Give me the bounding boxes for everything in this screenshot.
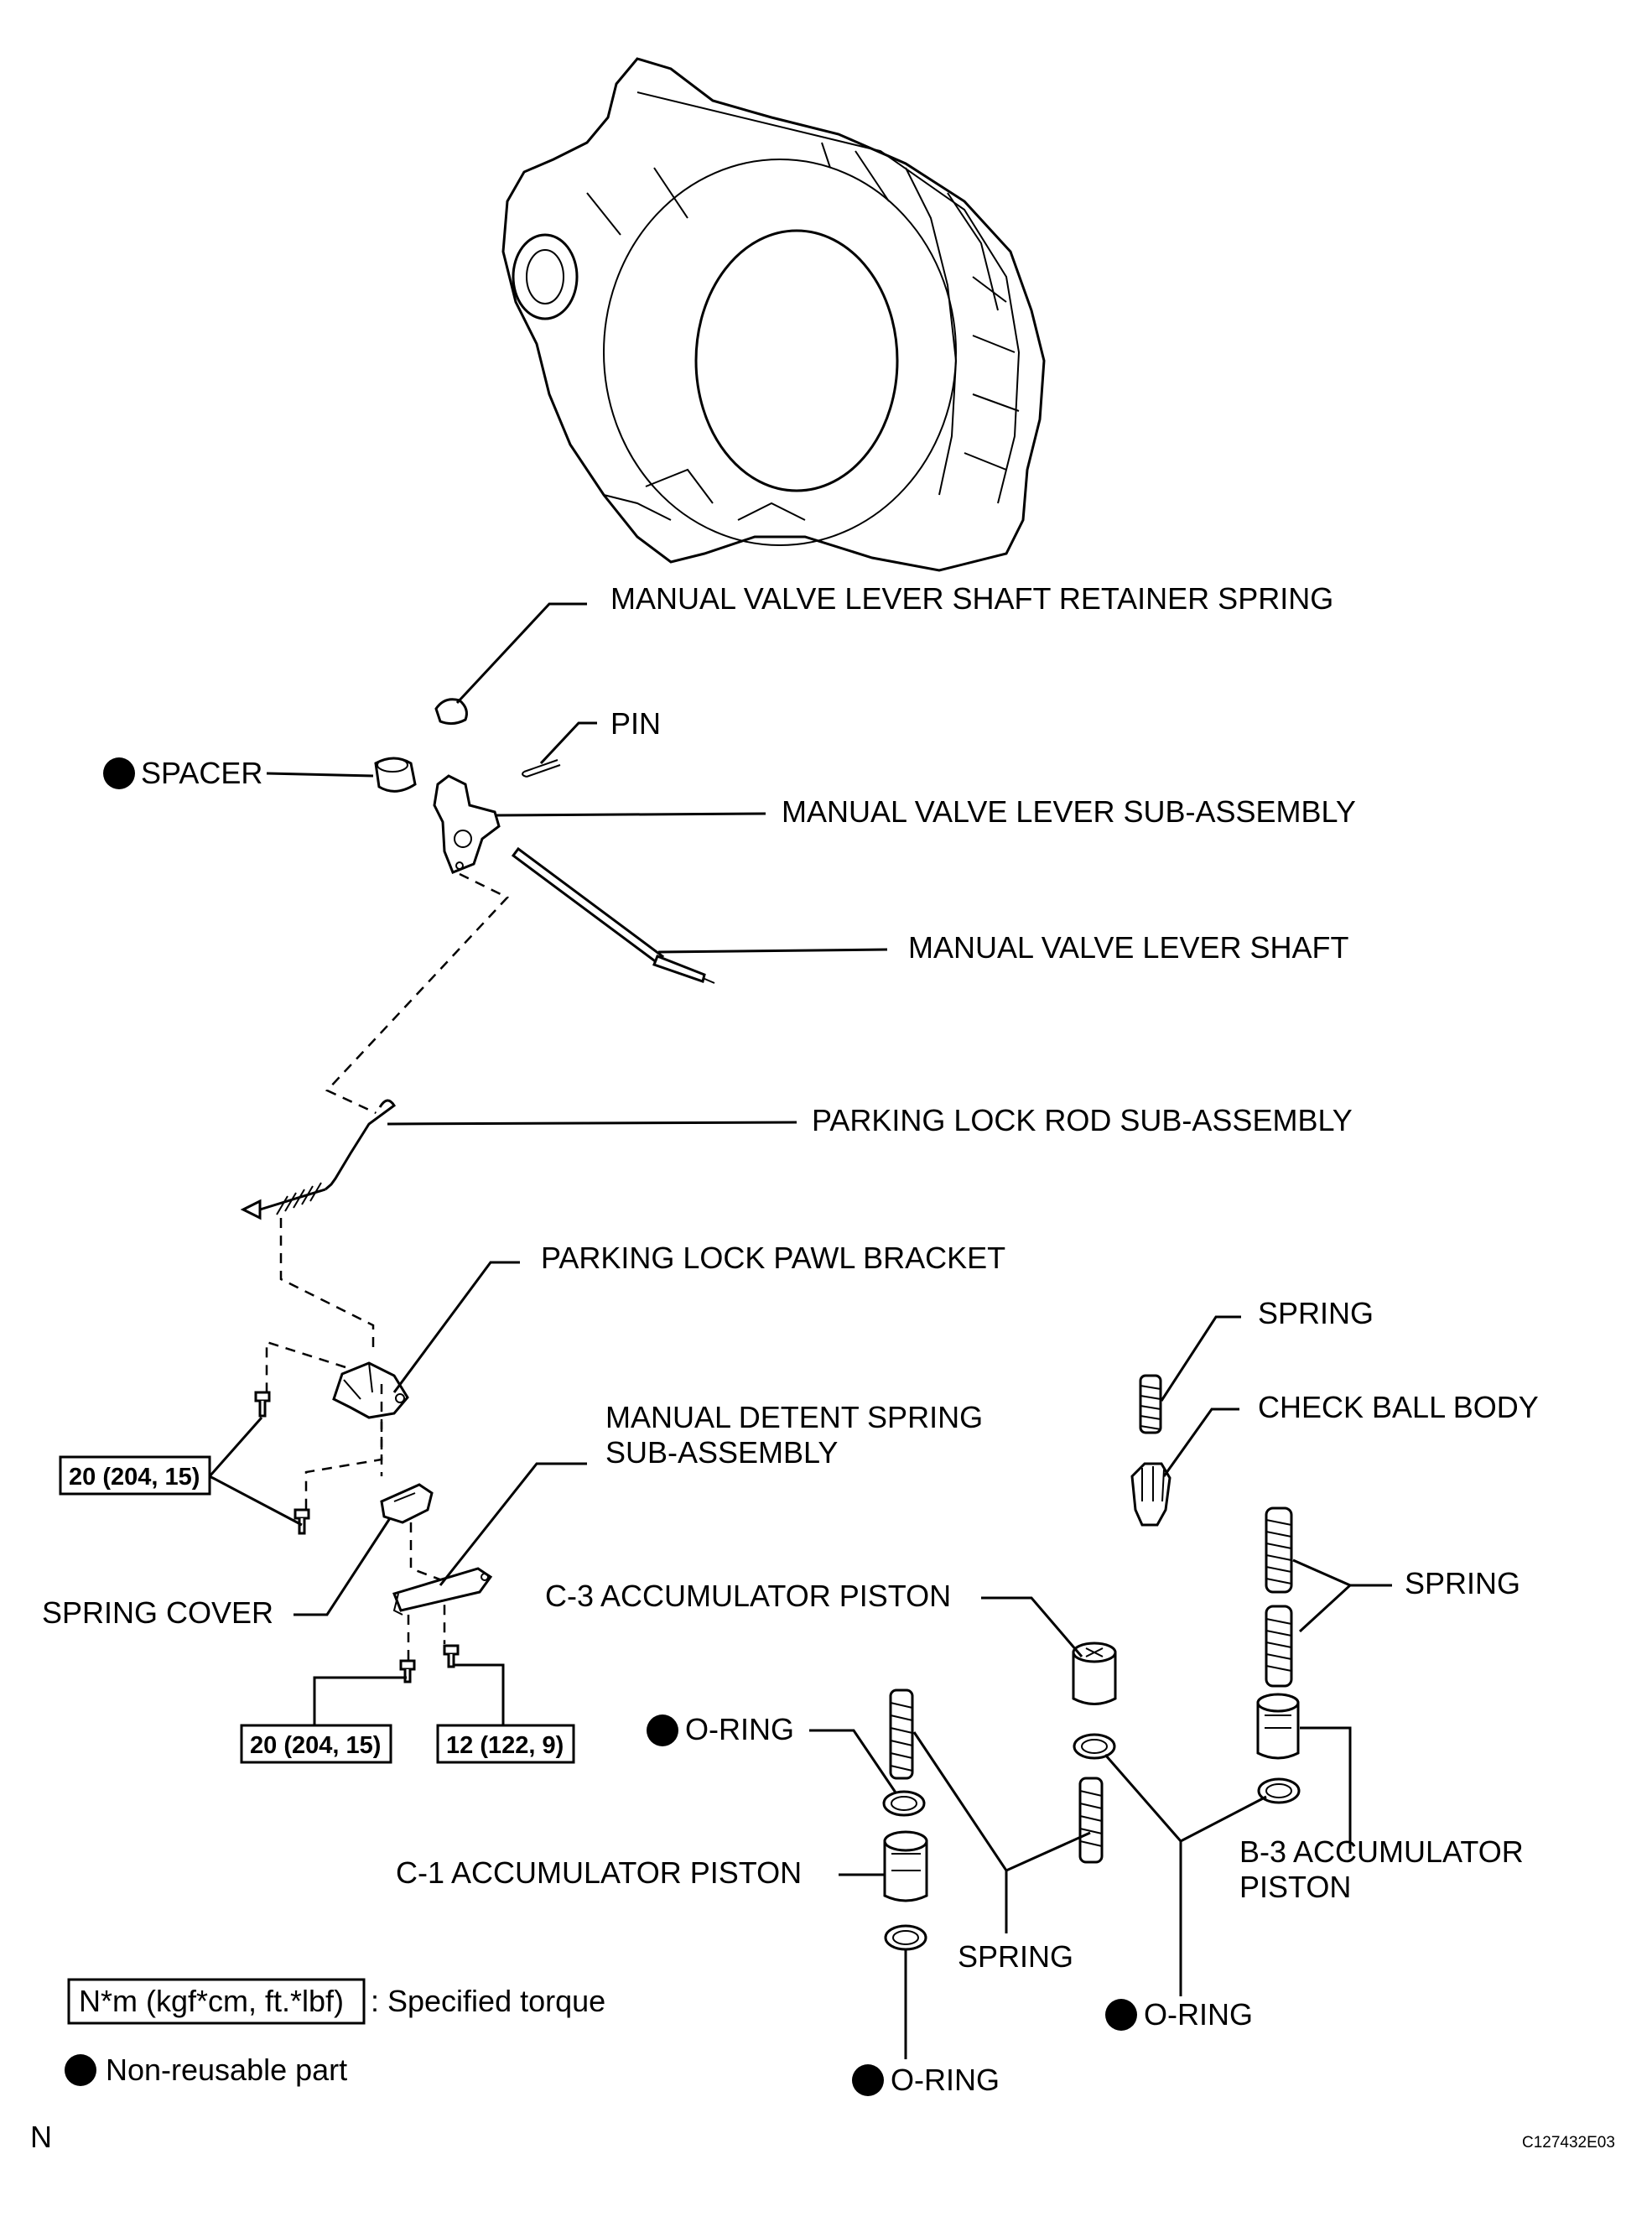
spacer-label: SPACER (141, 756, 262, 790)
check-ball-body-label: CHECK BALL BODY (1258, 1390, 1539, 1424)
parking-lock-pawl-bracket-part (332, 1361, 409, 1419)
lever-sub-assembly-label: MANUAL VALVE LEVER SUB-ASSEMBLY (782, 794, 1356, 829)
lever-shaft-label: MANUAL VALVE LEVER SHAFT (908, 930, 1348, 965)
b3-piston-label-2: PISTON (1239, 1870, 1351, 1904)
manual-valve-lever-part (433, 774, 501, 874)
parking-lock-rod-label: PARKING LOCK ROD SUB-ASSEMBLY (812, 1103, 1353, 1137)
spacer-part (374, 757, 417, 793)
detent-spring-label-1: MANUAL DETENT SPRING (605, 1400, 983, 1434)
pin-part (522, 759, 561, 778)
spring-cover-part (380, 1483, 434, 1524)
manual-detent-spring-part (392, 1567, 493, 1616)
torque-box-cover (240, 1724, 392, 1764)
c1-o-ring (884, 1924, 927, 1951)
b3-piston-part (1256, 1693, 1300, 1760)
bracket-bolt-upper (254, 1391, 271, 1418)
legend-torque-text: : Specified torque (371, 1984, 605, 2018)
torque-box-bracket (59, 1455, 211, 1496)
o-ring-a-part (882, 1790, 926, 1817)
spring-bottom-label: SPRING (958, 1939, 1073, 1974)
legend-nonreusable-mark (65, 2054, 96, 2086)
torque-cover-bolt: 20 (204, 15) (250, 1732, 381, 1759)
c1-piston-part (883, 1830, 928, 1902)
transaxle-housing (501, 57, 1046, 572)
spring-cover-label: SPRING COVER (42, 1595, 273, 1630)
spacer-nonreusable-mark (103, 757, 135, 789)
c1-piston-label: C-1 ACCUMULATOR PISTON (396, 1855, 802, 1890)
lever-shaft-part (511, 846, 715, 984)
o-ring-b-label: O-RING (1144, 1997, 1253, 2032)
b3-o-ring (1257, 1777, 1301, 1804)
pawl-bracket-label: PARKING LOCK PAWL BRACKET (541, 1241, 1005, 1275)
middle-springs-part (889, 1688, 1104, 1864)
o-ring-a-label: O-RING (685, 1712, 794, 1746)
detent-spring-label-2: SUB-ASSEMBLY (605, 1435, 838, 1470)
footer-figure-code: C127432E03 (1522, 2134, 1615, 2152)
retainer-spring-part (434, 698, 468, 726)
torque-detent-bolt: 12 (122, 9) (446, 1732, 564, 1759)
footer-left-mark: N (30, 2120, 52, 2154)
check-ball-body-part (1130, 1462, 1171, 1527)
c3-piston-part (1072, 1642, 1117, 1705)
spring-right-label: SPRING (1405, 1566, 1520, 1600)
right-springs-part (1265, 1506, 1293, 1688)
legend-torque-box (67, 1978, 366, 2025)
b3-piston-label-1: B-3 ACCUMULATOR (1239, 1834, 1524, 1869)
bracket-bolt-lower (294, 1508, 310, 1535)
torque-bracket-bolts: 20 (204, 15) (69, 1464, 200, 1491)
o-ring-b-nonreusable-mark (1105, 1999, 1137, 2031)
retainer-spring-label: MANUAL VALVE LEVER SHAFT RETAINER SPRING (610, 581, 1333, 616)
o-ring-a-nonreusable-mark (647, 1714, 678, 1746)
o-ring-c-label: O-RING (891, 2063, 1000, 2097)
c3-piston-label: C-3 ACCUMULATOR PISTON (545, 1579, 951, 1613)
legend-nonreusable-text: Non-reusable part (106, 2053, 347, 2087)
spring-top-label: SPRING (1258, 1296, 1374, 1330)
legend-torque-box-text: N*m (kgf*cm, ft.*lbf) (79, 1984, 344, 2018)
detent-bolt (443, 1644, 460, 1668)
parking-lock-rod-part (240, 1099, 397, 1220)
pin-label: PIN (610, 706, 661, 741)
o-ring-c-nonreusable-mark (852, 2064, 884, 2096)
check-ball-spring-part (1139, 1374, 1162, 1434)
torque-box-detent (436, 1724, 575, 1764)
c3-o-ring (1073, 1733, 1116, 1760)
